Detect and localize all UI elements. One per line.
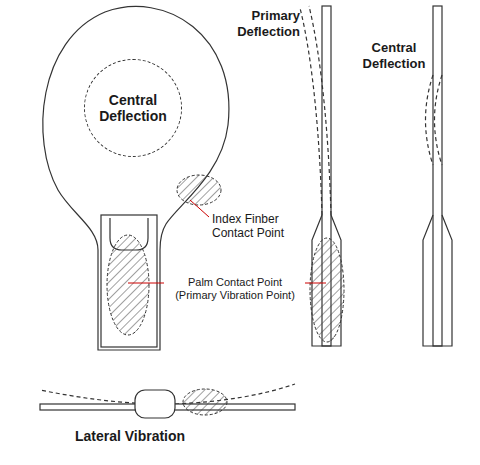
view-title: Central Deflection (355, 40, 433, 71)
leader-line (128, 283, 164, 284)
zone-label: Central Deflection (85, 92, 181, 124)
lateral-view (40, 384, 295, 418)
leader-line (190, 200, 209, 217)
view-title: Lateral Vibration (55, 428, 205, 445)
view-title: Primary Deflection (226, 8, 300, 39)
index-contact-area (183, 389, 227, 415)
callout-label: Index Finber Contact Point (212, 212, 296, 241)
palm-contact-area (107, 235, 149, 335)
palm-contact-area (310, 238, 344, 342)
leader-line (305, 283, 326, 284)
callout-label: Palm Contact Point (Primary Vibration Po… (166, 276, 304, 302)
side-view-central (423, 6, 452, 346)
deflection-zone: Central Deflection (84, 59, 182, 157)
index-contact-area (177, 175, 221, 205)
